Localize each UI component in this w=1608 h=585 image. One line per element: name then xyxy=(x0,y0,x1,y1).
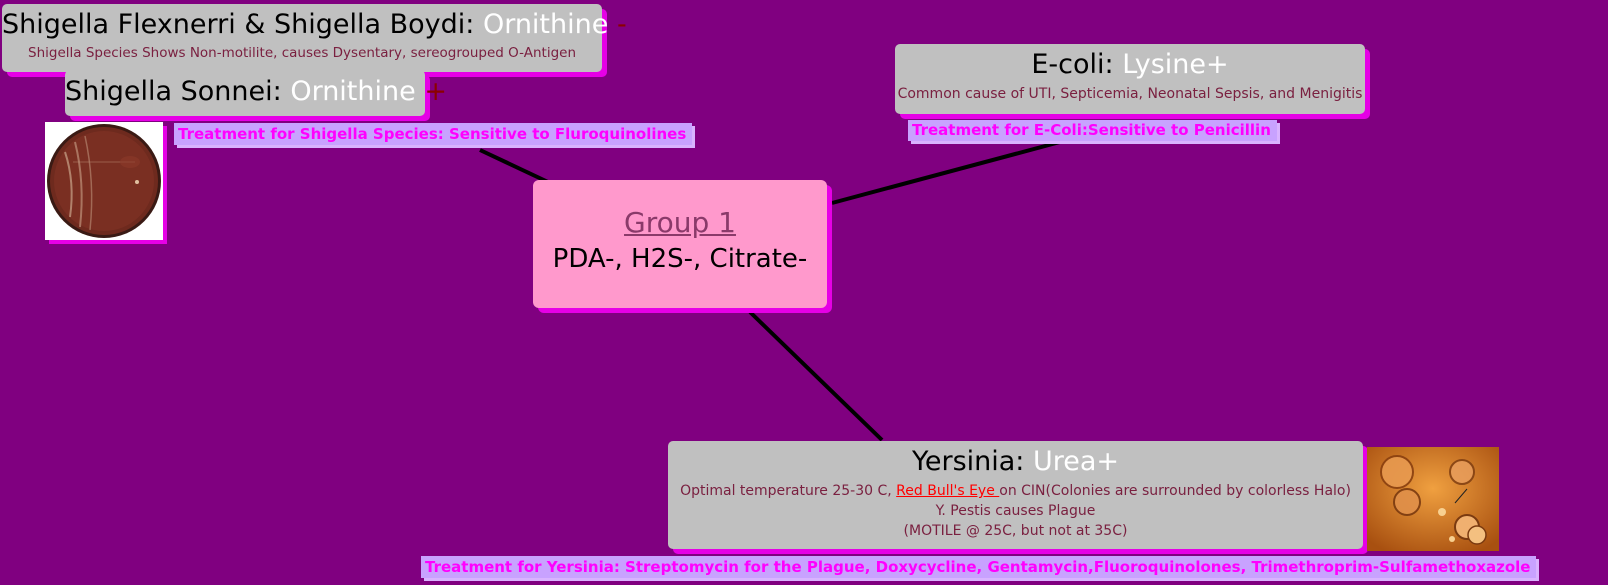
group-1-card: Group 1 PDA-, H2S-, Citrate- xyxy=(533,180,827,308)
yersinia-card: Yersinia: Urea+ Optimal temperature 25-3… xyxy=(668,441,1363,549)
shigella-sonnei-title: Shigella Sonnei: Ornithine + xyxy=(65,70,447,114)
shigella-card: Shigella Flexnerri & Shigella Boydi: Orn… xyxy=(2,4,627,72)
shigella-culture-photo xyxy=(45,122,163,240)
petri-dish-image xyxy=(47,124,161,238)
colony-image xyxy=(1367,447,1499,551)
ecoli-title-prefix: E-coli: xyxy=(1031,49,1123,80)
yersinia-colony-photo xyxy=(1367,447,1499,551)
connector-shigella xyxy=(479,148,549,184)
shigella-description: Shigella Species Shows Non-motilite, cau… xyxy=(28,45,576,61)
connector-ecoli xyxy=(831,140,1061,205)
ecoli-title: E-coli: Lysine+ xyxy=(895,44,1365,84)
shigella-title: Shigella Flexnerri & Shigella Boydi: Orn… xyxy=(2,4,627,44)
yersinia-title: Yersinia: Urea+ xyxy=(668,441,1363,481)
ecoli-card: E-coli: Lysine+ Common cause of UTI, Sep… xyxy=(895,44,1365,114)
shigella-treatment: Treatment for Shigella Species: Sensitiv… xyxy=(174,123,693,145)
ecoli-lysine-test: Lysine+ xyxy=(1122,49,1229,80)
connector-yersinia xyxy=(748,310,884,442)
group-1-subtitle: PDA-, H2S-, Citrate- xyxy=(552,244,808,274)
sonnei-title-prefix: Shigella Sonnei: xyxy=(65,76,291,107)
ecoli-treatment: Treatment for E-Coli:Sensitive to Penici… xyxy=(908,120,1277,141)
red-bulls-eye-link[interactable]: Red Bull's Eye xyxy=(896,483,1000,499)
sonnei-ornithine-result: + xyxy=(415,76,447,107)
yersinia-line-2: Y. Pestis causes Plague xyxy=(935,503,1096,519)
yersinia-urea-test: Urea+ xyxy=(1032,446,1120,477)
ecoli-description: Common cause of UTI, Septicemia, Neonata… xyxy=(897,86,1363,102)
group-1-title: Group 1 xyxy=(624,206,736,239)
shigella-sonnei-card: Shigella Sonnei: Ornithine + xyxy=(65,70,447,116)
yersinia-line-1-end: on CIN(Colonies are surrounded by colorl… xyxy=(999,483,1351,499)
shigella-ornithine-result: - xyxy=(608,9,627,40)
yersinia-treatment: Treatment for Yersinia: Streptomycin for… xyxy=(421,556,1537,578)
shigella-ornithine-test: Ornithine xyxy=(482,9,609,40)
yersinia-title-prefix: Yersinia: xyxy=(911,446,1033,477)
yersinia-line-1: Optimal temperature 25-30 C, Red Bull's … xyxy=(668,481,1363,501)
sonnei-ornithine-test: Ornithine xyxy=(290,76,416,107)
shigella-title-prefix: Shigella Flexnerri & Shigella Boydi: xyxy=(2,9,483,40)
yersinia-line-3: (MOTILE @ 25C, but not at 35C) xyxy=(903,523,1128,539)
yersinia-line-1-start: Optimal temperature 25-30 C, xyxy=(680,483,897,499)
